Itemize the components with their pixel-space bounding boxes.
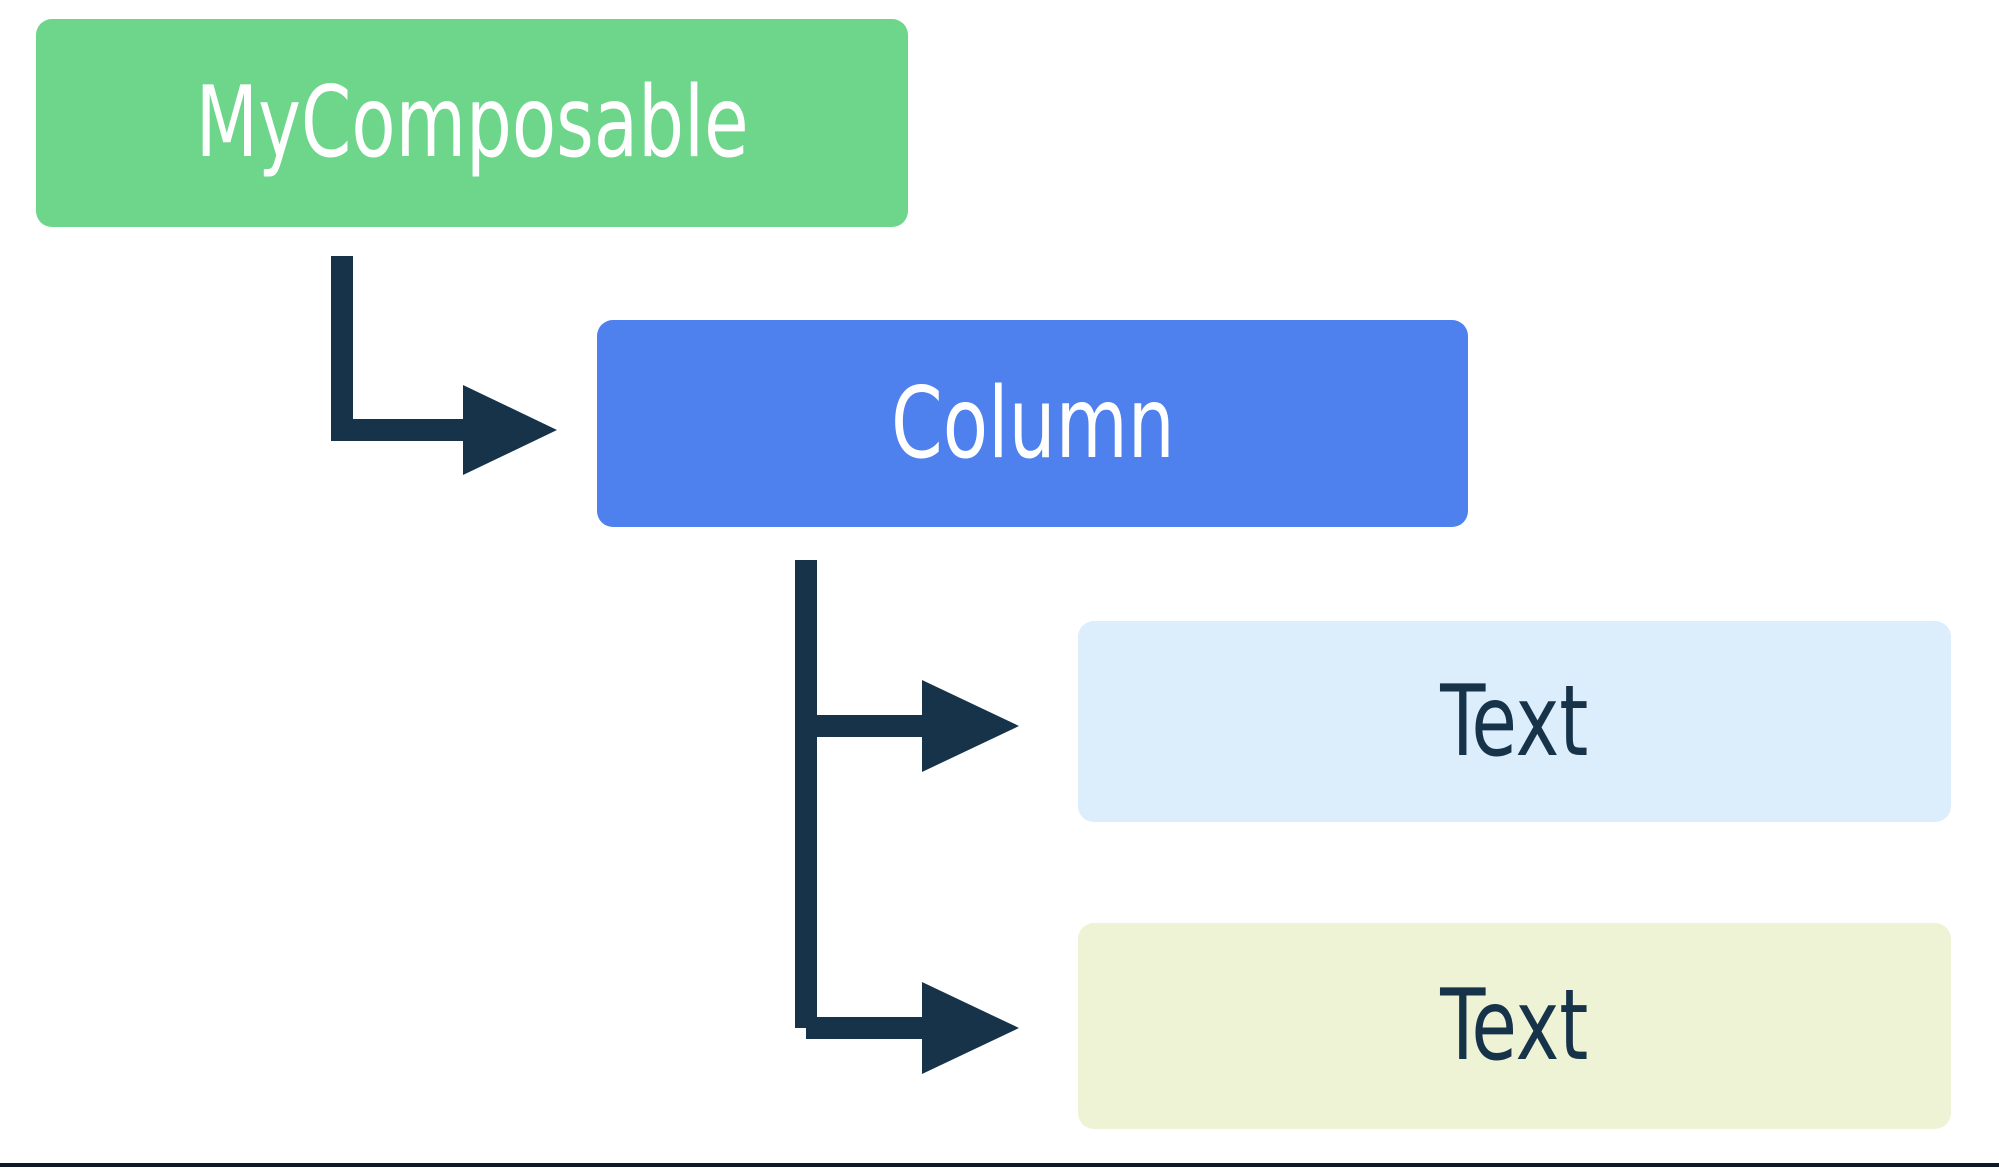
edge-root-to-column-arrow bbox=[331, 256, 557, 475]
node-text-first-label: Text bbox=[1440, 664, 1589, 779]
node-text-second[interactable]: Text bbox=[1078, 923, 1951, 1129]
edge-column-to-text2-arrow bbox=[806, 982, 1019, 1074]
node-column[interactable]: Column bbox=[597, 320, 1468, 527]
node-mycomposable-label: MyComposable bbox=[195, 66, 749, 180]
edge-root-to-column-arrowhead bbox=[463, 385, 557, 475]
edge-column-to-text1-arrowhead bbox=[922, 680, 1019, 772]
edge-root-to-column-line bbox=[331, 256, 470, 441]
bottom-divider bbox=[0, 1163, 1999, 1167]
node-column-label: Column bbox=[890, 366, 1175, 481]
node-text-first[interactable]: Text bbox=[1078, 621, 1951, 822]
node-text-second-label: Text bbox=[1440, 969, 1589, 1083]
edge-column-to-text1-arrow bbox=[806, 680, 1019, 772]
edge-column-to-text2-arrowhead bbox=[922, 982, 1019, 1074]
node-mycomposable[interactable]: MyComposable bbox=[36, 19, 908, 227]
